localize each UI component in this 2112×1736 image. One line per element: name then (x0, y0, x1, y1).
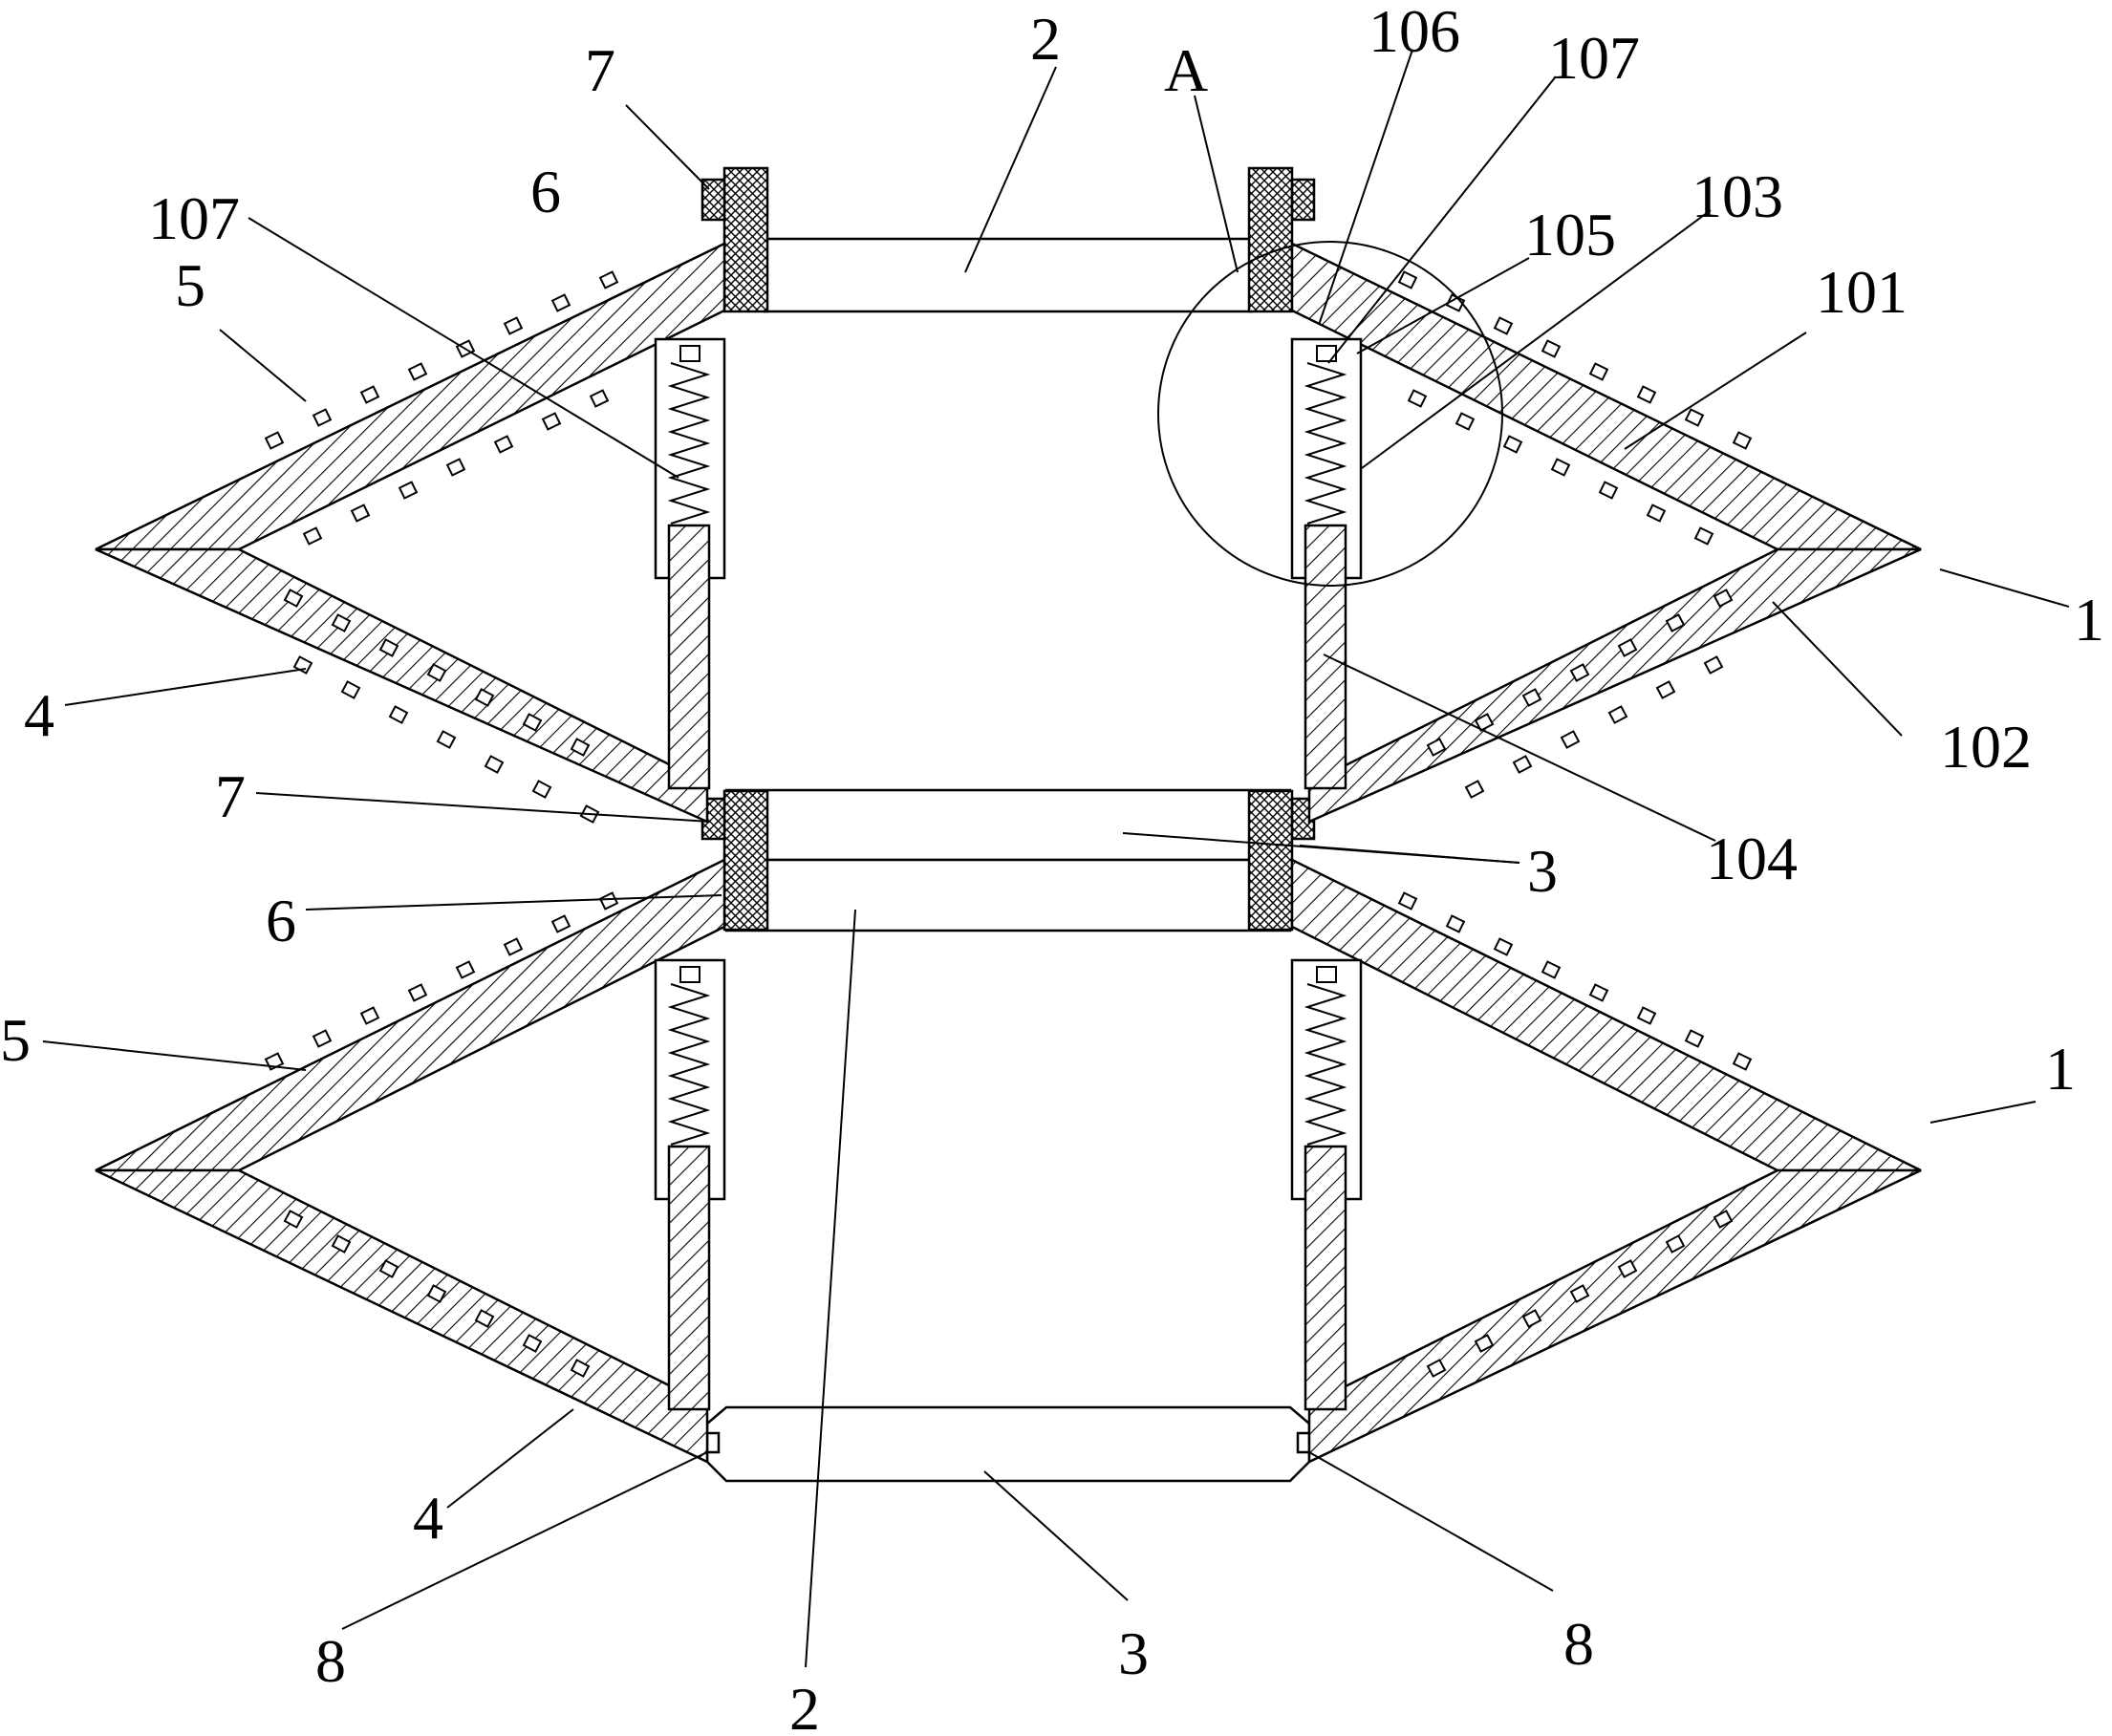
label-105: 105 (1524, 201, 1616, 268)
label-4-top: 4 (24, 681, 54, 749)
label-101: 101 (1816, 258, 1907, 326)
label-106: 106 (1368, 0, 1460, 65)
label-7-mid: 7 (215, 762, 246, 830)
lower-unit-arms (96, 860, 1921, 1462)
label-2-bot: 2 (789, 1675, 820, 1736)
label-3-bot: 3 (1118, 1619, 1149, 1687)
label-107-left: 107 (148, 184, 240, 252)
label-7-top: 7 (585, 36, 615, 104)
label-4-bot: 4 (413, 1484, 443, 1552)
label-5-top: 5 (175, 251, 205, 319)
springs (671, 346, 1344, 1145)
label-8-left: 8 (315, 1627, 346, 1695)
label-104: 104 (1706, 825, 1798, 892)
label-6-mid: 6 (266, 887, 296, 954)
label-1-bot: 1 (2045, 1035, 2076, 1103)
label-a: A (1164, 36, 1208, 104)
label-102: 102 (1940, 713, 2032, 781)
upper-unit-arms (96, 244, 1921, 822)
label-103: 103 (1692, 162, 1783, 230)
bottom-ring (707, 1407, 1309, 1481)
label-1-top: 1 (2074, 586, 2104, 654)
label-107-right: 107 (1548, 24, 1640, 92)
label-2-top: 2 (1030, 5, 1061, 73)
top-ring (765, 239, 1252, 311)
label-6-top: 6 (530, 158, 561, 225)
label-8-right: 8 (1563, 1610, 1594, 1678)
label-5-bot: 5 (0, 1006, 31, 1074)
label-3-mid: 3 (1527, 837, 1558, 905)
middle-rings (726, 790, 1290, 931)
